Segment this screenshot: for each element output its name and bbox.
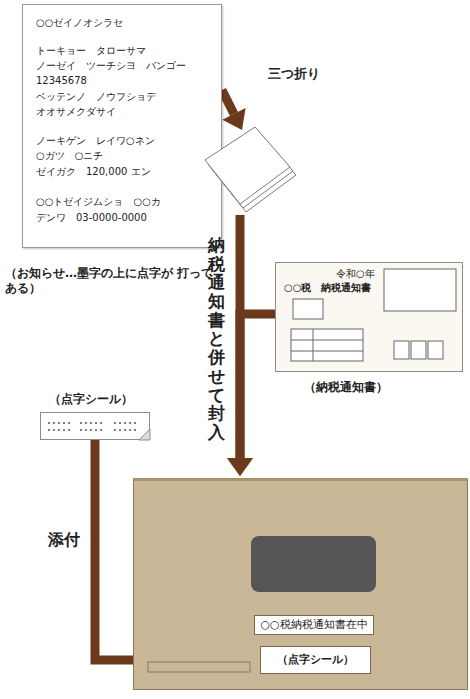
braille-dot [80,429,82,431]
figure-caption: （お知らせ…墨字の上に点字が 打ってある） [5,266,217,296]
node-text: デンワ 03-0000-0000 [36,212,147,225]
braille-sticker-art [41,413,151,441]
braille-dot [95,429,97,431]
envelope-tab [148,662,250,672]
envelope-window [251,536,376,592]
braille-dot [119,422,121,424]
flow-arrow [227,314,275,476]
form-field [428,341,443,359]
braille-dot [90,429,92,431]
braille-dot [48,422,50,424]
envelope: ○○税納税通知書在中 （点字シール） [133,478,468,690]
arrow-shaft [222,90,234,114]
sticker-spot-box: （点字シール） [260,646,371,674]
node-text: 三つ折り [268,66,320,82]
node-text: （納税通知書） [304,380,388,395]
arrow-shaft [240,314,275,458]
braille-dot [68,422,70,424]
arrow-head [222,108,245,130]
node-text: ○○ゼイノオシラセ [36,17,123,30]
node-text: ベッテンノ ノウフショデ [36,91,156,104]
braille-dot [100,429,102,431]
node-text: ○ガツ ○ニチ [36,150,103,163]
folded-sheet-art [200,122,295,217]
node-text: ○○税 納税通知書 [284,282,371,295]
tax-notice-form-art [276,263,464,373]
braille-dot [85,422,87,424]
braille-dot [63,422,65,424]
notice-sheet: ○○ゼイノオシラセトーキョー タローサマノーゼイ ツーチシヨ バンゴー 12345… [22,4,222,248]
form-field [291,329,363,361]
braille-dot [114,429,116,431]
braille-dot [114,422,116,424]
peeled-corner [139,429,150,440]
enclosure-label-box: ○○税納税通知書在中 [254,615,373,635]
folded-paper-layer [205,127,290,204]
folded-sheet: 三つ折り [200,122,295,217]
braille-dot [134,422,136,424]
braille-dot [53,422,55,424]
edge-label: 納税通知書と併せて封入 [208,236,225,442]
arrow-head [227,458,253,476]
braille-dot [134,429,136,431]
form-field [411,341,426,359]
braille-dot [119,429,121,431]
node-text: （点字シール） [277,653,354,667]
braille-dot [58,422,60,424]
node-text: ○○トゼイジムショ ○○カ [36,196,161,209]
braille-dot [53,429,55,431]
arrow-head [227,458,253,476]
edge-label: 添付 [48,530,80,551]
node-text: ノーキゲン レイワ○ネン [36,135,155,148]
node-text: ○○税納税通知書在中 [260,618,367,632]
braille-dot [85,429,87,431]
form-grid [291,329,363,361]
node-text: 令和○年 [336,268,375,281]
braille-dot [48,429,50,431]
braille-dot [129,429,131,431]
flow-arrow [222,90,246,130]
node-text: ゼイガク 120,000 エン [36,166,151,179]
braille-dot [124,422,126,424]
braille-dot [95,422,97,424]
braille-dot [124,429,126,431]
braille-dot [100,422,102,424]
form-field [293,299,323,319]
braille-sticker: （点字シール） [40,412,150,440]
braille-dot [129,422,131,424]
braille-dot [90,422,92,424]
node-text: トーキョー タローサマ [36,45,146,58]
braille-dot [80,422,82,424]
braille-dot [63,429,65,431]
node-text: 12345678 [36,75,87,88]
braille-dot [58,429,60,431]
form-field [394,341,409,359]
node-text: ノーゼイ ツーチシヨ バンゴー [36,60,186,73]
tax-notice-form: 令和○年○○税 納税通知書（納税通知書） [275,262,463,372]
node-text: オオサメクダサイ [36,106,116,119]
node-text: （点字シール） [49,392,133,407]
form-field [384,269,456,311]
braille-dot [68,429,70,431]
